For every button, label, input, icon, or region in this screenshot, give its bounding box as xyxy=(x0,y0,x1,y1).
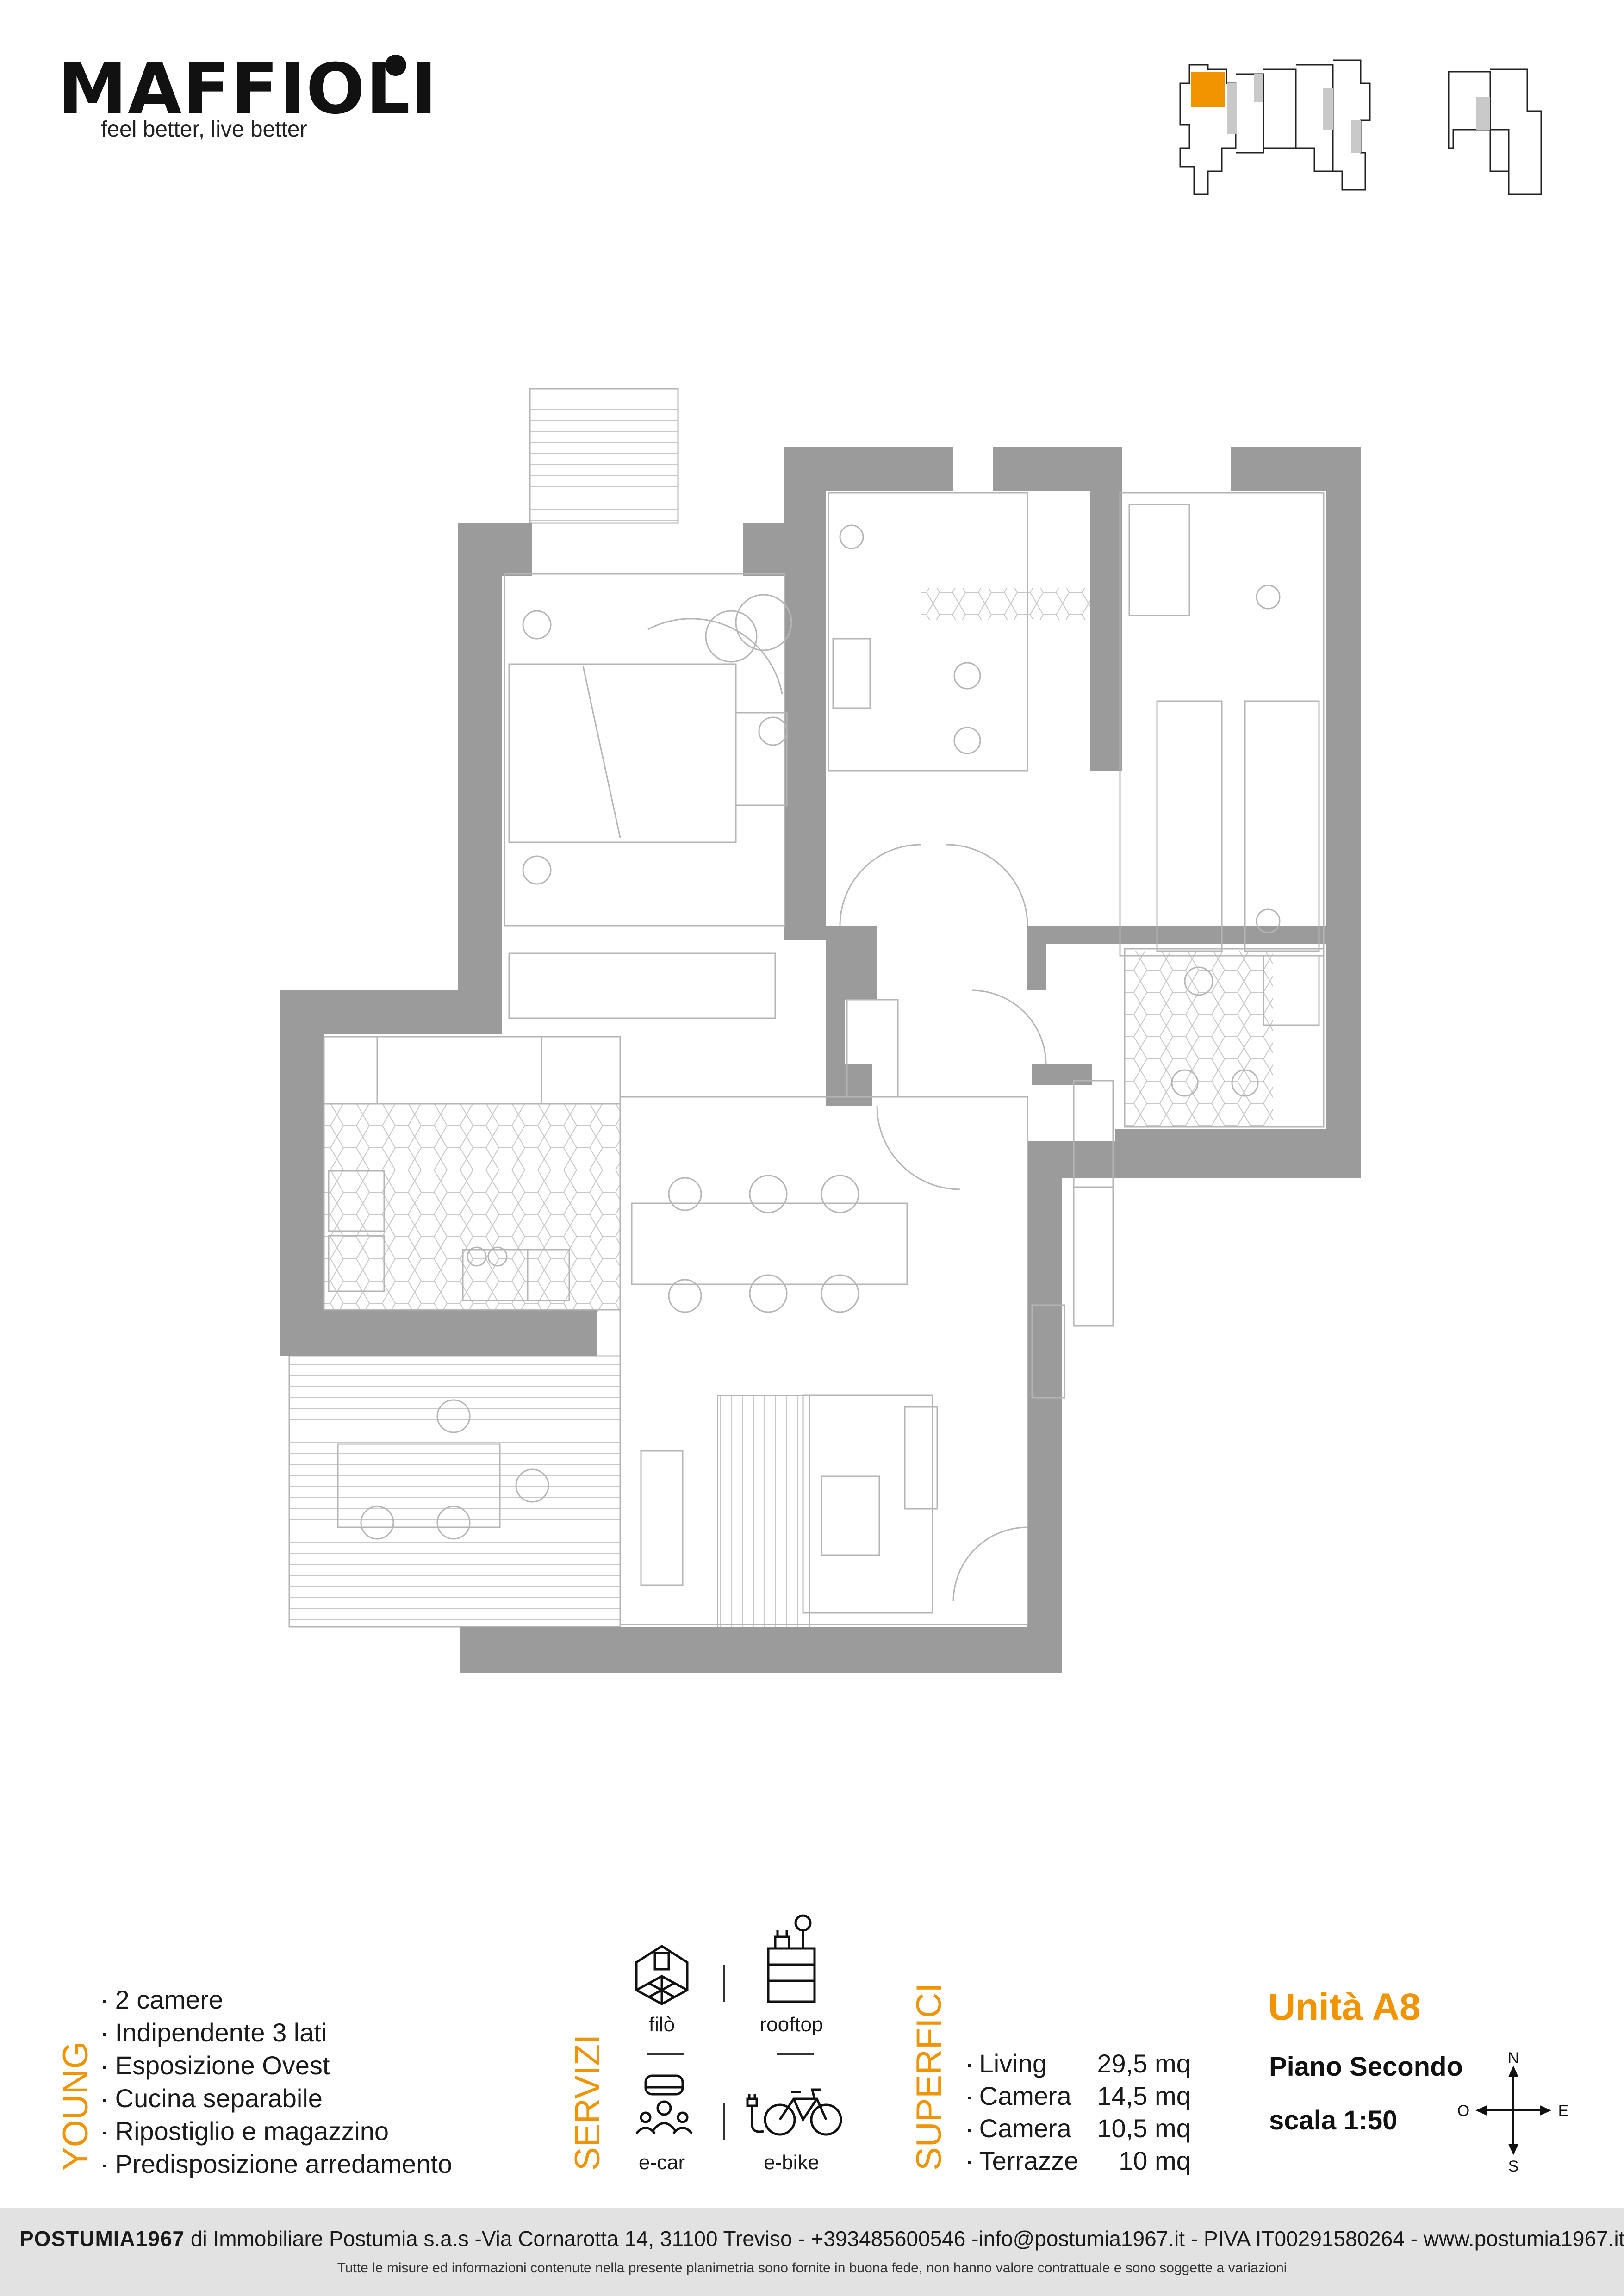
surface-value: 29,5 mq xyxy=(1097,2049,1191,2078)
features-list: 2 camere Indipendente 3 lati Esposizione… xyxy=(100,1983,452,2180)
keyplan-building-left xyxy=(1179,64,1237,195)
surface-label: Camera xyxy=(965,2080,1078,2112)
footer-company-name: POSTUMIA1967 xyxy=(19,2227,185,2251)
footer-contact-line: POSTUMIA1967 di Immobiliare Postumia s.a… xyxy=(19,2226,1624,2251)
compass-rose-icon: N S O E xyxy=(1457,2049,1569,2175)
surface-row: Camera 14,5 mq xyxy=(965,2080,1191,2112)
feature-item: 2 camere xyxy=(100,1983,452,2016)
compass-north-label: N xyxy=(1508,2049,1519,2067)
service-label-e-bike: e-bike xyxy=(764,2151,819,2174)
feature-item: Cucina separabile xyxy=(100,2082,452,2115)
brand-tagline: feel better, live better xyxy=(101,117,307,142)
logo-small-dot-icon xyxy=(379,62,386,69)
footer-company-details: di Immobiliare Postumia s.a.s -Via Corna… xyxy=(185,2227,1624,2251)
walls xyxy=(280,447,1361,1673)
superfici-section-title: SUPERFICI xyxy=(909,1983,949,2171)
logo-dot-icon xyxy=(385,55,406,76)
surface-label: Living xyxy=(965,2047,1078,2080)
terrace-north xyxy=(529,388,679,524)
servizi-section-title: SERVIZI xyxy=(568,2034,607,2171)
scale-label: scala 1:50 xyxy=(1269,2105,1398,2135)
compass-south-label: S xyxy=(1508,2158,1519,2175)
surface-row: Camera 10,5 mq xyxy=(965,2112,1191,2145)
unit-title: Unità A8 xyxy=(1268,1986,1421,2028)
keyplan-unit-highlight xyxy=(1191,72,1225,107)
surface-label: Camera xyxy=(965,2112,1078,2145)
building-grid-icon xyxy=(635,1945,689,2005)
divider xyxy=(777,2053,814,2055)
surface-label: Terrazze xyxy=(965,2145,1079,2177)
e-bike-icon xyxy=(746,2088,842,2136)
feature-item: Esposizione Ovest xyxy=(100,2049,452,2082)
footer-bar xyxy=(0,2208,1624,2296)
terrace-south xyxy=(288,1355,621,1628)
divider xyxy=(723,1965,725,2002)
surface-value: 14,5 mq xyxy=(1097,2081,1191,2110)
wardrobe-bedroom-1 xyxy=(508,952,776,1019)
surface-value: 10,5 mq xyxy=(1097,2114,1191,2143)
surfaces-table: Living 29,5 mq Camera 14,5 mq Camera 10,5 m… xyxy=(965,2047,1191,2177)
double-bed xyxy=(508,663,737,843)
young-section-title: YOUNG xyxy=(56,2041,95,2171)
dining-table xyxy=(631,1202,908,1285)
sofa xyxy=(802,1394,933,1614)
divider xyxy=(723,2103,725,2140)
floor-plan-drawing xyxy=(280,388,1361,1673)
surface-row: Terrazze 10 mq xyxy=(965,2145,1191,2177)
surface-row: Living 29,5 mq xyxy=(965,2047,1191,2080)
footer-disclaimer: Tutte le misure ed informazioni contenut… xyxy=(337,2260,1287,2276)
feature-item: Ripostiglio e magazzino xyxy=(100,2115,452,2147)
floor-label: Piano Secondo xyxy=(1269,2052,1463,2082)
compass-west-label: O xyxy=(1457,2102,1469,2120)
service-label-e-car: e-car xyxy=(638,2151,685,2174)
rooftop-icon xyxy=(767,1914,816,2003)
divider xyxy=(647,2053,684,2055)
keyplan-diagram xyxy=(1179,59,1542,195)
feature-item: Predisposizione arredamento xyxy=(100,2147,452,2180)
brand-logo-text: MAFFIOLI xyxy=(58,49,438,130)
service-label-filo: filò xyxy=(648,2013,675,2036)
surface-value: 10 mq xyxy=(1119,2146,1191,2175)
single-bed xyxy=(1244,700,1320,952)
feature-item: Indipendente 3 lati xyxy=(100,2016,452,2049)
service-label-rooftop: rooftop xyxy=(759,2013,823,2036)
keyplan-building-right xyxy=(1448,71,1491,149)
e-car-icon xyxy=(635,2074,693,2134)
compass-east-label: E xyxy=(1558,2102,1569,2120)
